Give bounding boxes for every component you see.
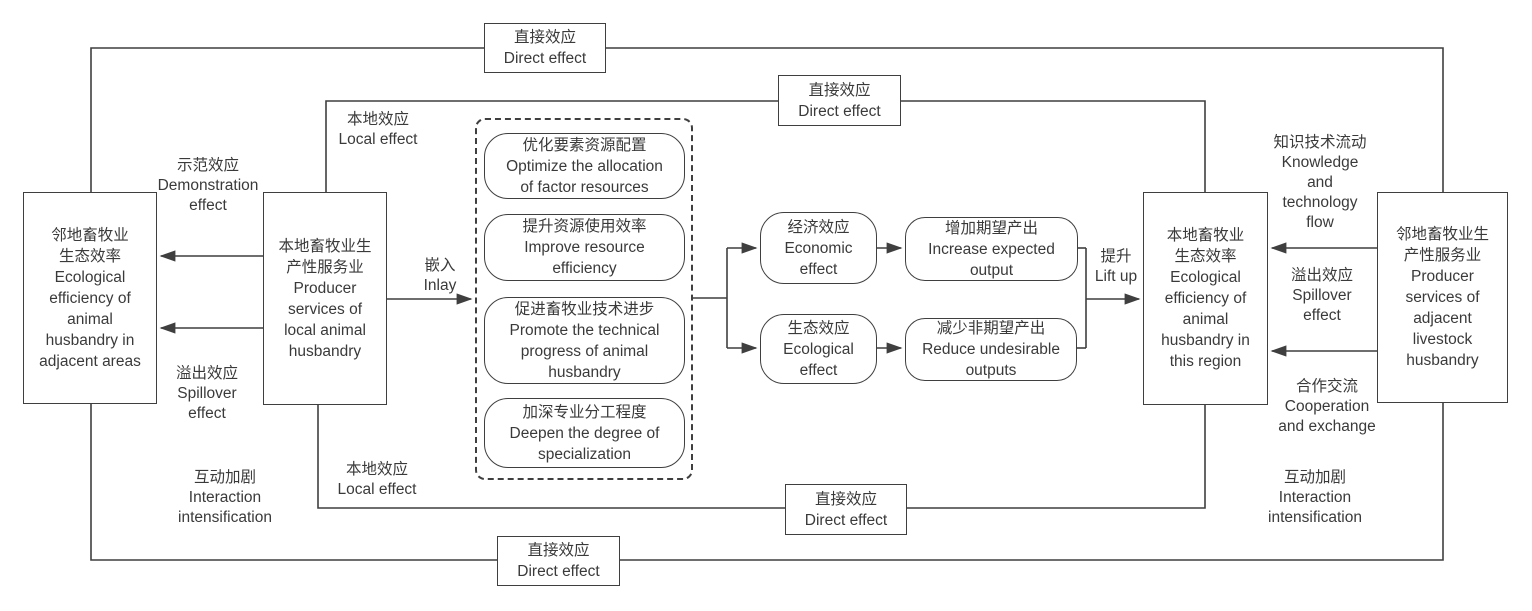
label-box-direct-effect-bottom-outer: 直接效应 Direct effect <box>497 536 620 586</box>
label-box-direct-effect-top-inner: 直接效应 Direct effect <box>778 75 901 126</box>
node-adjacent-producer-services: 邻地畜牧业生 产性服务业 Producer services of adjace… <box>1377 192 1508 403</box>
node-economic-effect: 经济效应 Economic effect <box>760 212 877 284</box>
edge-direct-bottom-inner <box>317 405 1206 509</box>
label-lift-up: 提升 Lift up <box>1094 248 1138 285</box>
node-ecological-effect: 生态效应 Ecological effect <box>760 314 877 384</box>
label-demonstration-effect: 示范效应 Demonstration effect <box>157 157 259 214</box>
label-spillover-effect-left: 溢出效应 Spillover effect <box>175 365 238 422</box>
label-box-direct-effect-bottom-inner: 直接效应 Direct effect <box>785 484 907 535</box>
node-adjacent-eco-efficiency: 邻地畜牧业 生态效率 Ecological efficiency of anim… <box>23 192 157 404</box>
edge-direct-top-inner <box>325 100 1206 192</box>
node-improve-resource-efficiency: 提升资源使用效率 Improve resource efficiency <box>484 214 685 281</box>
node-promote-technical-progress: 促进畜牧业技术进步 Promote the technical progress… <box>484 297 685 384</box>
edge-direct-top-outer <box>90 47 1444 192</box>
label-local-effect-bottom: 本地效应 Local effect <box>337 461 417 498</box>
node-increase-expected-output: 增加期望产出 Increase expected output <box>905 217 1078 281</box>
node-deepen-specialization: 加深专业分工程度 Deepen the degree of specializa… <box>484 398 685 468</box>
label-interaction-intensification-right: 互动加剧 Interaction intensification <box>1268 469 1362 526</box>
label-spillover-effect-right: 溢出效应 Spillover effect <box>1290 267 1353 324</box>
mechanism-group-outline <box>475 118 693 480</box>
node-optimize-allocation: 优化要素资源配置 Optimize the allocation of fact… <box>484 133 685 199</box>
node-reduce-undesirable-outputs: 减少非期望产出 Reduce undesirable outputs <box>905 318 1077 381</box>
node-local-eco-efficiency: 本地畜牧业 生态效率 Ecological efficiency of anim… <box>1143 192 1268 405</box>
label-local-effect-top: 本地效应 Local effect <box>338 111 418 148</box>
node-local-producer-services: 本地畜牧业生 产性服务业 Producer services of local … <box>263 192 387 405</box>
label-inlay: 嵌入 Inlay <box>423 257 457 294</box>
label-interaction-intensification-left: 互动加剧 Interaction intensification <box>178 469 272 526</box>
edge-direct-bottom-outer <box>90 403 1444 561</box>
label-knowledge-technology-flow: 知识技术流动 Knowledge and technology flow <box>1273 134 1367 231</box>
label-cooperation-exchange: 合作交流 Cooperation and exchange <box>1278 378 1376 435</box>
label-box-direct-effect-top-outer: 直接效应 Direct effect <box>484 23 606 73</box>
